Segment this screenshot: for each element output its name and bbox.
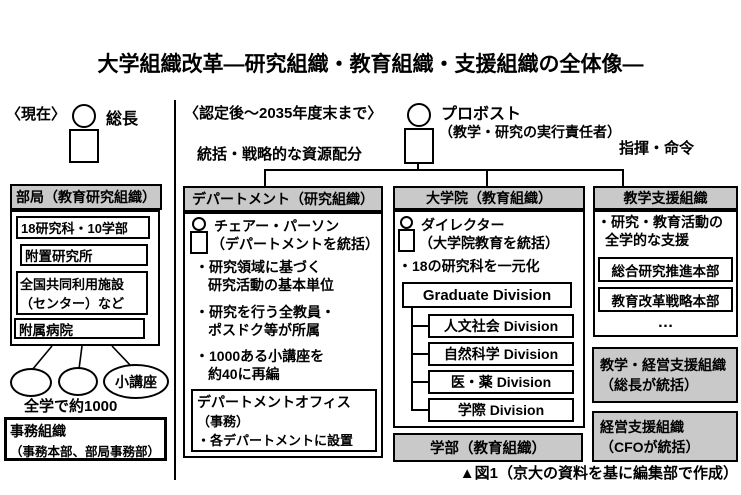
kouza-oval — [58, 367, 98, 396]
jimu-org-title: 事務組織 — [10, 423, 66, 439]
bullet-line: ・研究を行う全教員・ — [195, 304, 335, 320]
current-label: 〈現在〉 — [6, 106, 67, 123]
jimu-org-box: 事務組織 （事務本部、部局事務部） — [4, 417, 167, 461]
chair-person-icon — [192, 217, 206, 231]
kouza-oval-label: 小講座 — [115, 373, 157, 390]
bullet-line: ・1000ある小講座を — [195, 348, 325, 364]
hq-label: 教育改革戦略本部 — [611, 293, 720, 309]
bukyoku-item-label: 附置研究所 — [25, 249, 93, 264]
bukyoku-header-label: 部局（教育研究組織） — [16, 189, 156, 205]
management-support-box: 教学・経営支援組織 （総長が統括） — [592, 347, 738, 403]
office-title: デパートメントオフィス — [197, 394, 351, 410]
provost-title: プロボスト — [441, 106, 522, 123]
kouza-oval-labeled: 小講座 — [103, 364, 169, 399]
undergrad-label: 学部（教育組織） — [430, 441, 546, 457]
president-label: 総長 — [106, 111, 139, 128]
provost-person-icon — [407, 103, 431, 127]
president-person-icon — [72, 104, 96, 128]
bukyoku-item-label: （センター）など — [20, 296, 125, 311]
division-tree-stub — [411, 353, 428, 355]
graduate-header: 大学院（教育組織） — [393, 186, 585, 210]
graduate-bullet: ・18の研究科を一元化 — [398, 258, 540, 274]
oval-connector-lines — [31, 345, 133, 371]
graduate-header-label: 大学院（教育組織） — [426, 190, 552, 206]
connector-horizontal-line — [264, 169, 624, 171]
graduate-division-box: Graduate Division — [402, 282, 572, 308]
drop-line-support — [622, 169, 624, 187]
department-bullet-1: ・研究領域に基づく 研究活動の基本単位 — [195, 259, 334, 294]
support-hq-research: 総合研究推進本部 — [598, 257, 733, 282]
bukyoku-item-label: 全国共同利用施設 — [20, 277, 125, 292]
director-name: ダイレクター — [421, 217, 505, 233]
bukyoku-item-grad-schools: 18研究科・10学部 — [16, 216, 150, 239]
bukyoku-item-institutes: 附置研究所 — [20, 244, 148, 266]
section-divider-line — [174, 100, 176, 480]
department-bullet-2: ・研究を行う全教員・ ポスドク等が所属 — [195, 304, 335, 339]
president-person-icon-body — [69, 129, 99, 163]
division-box-science: 自然科学 Division — [428, 342, 574, 366]
kouza-count-note: 全学で約1000 — [24, 398, 118, 415]
division-tree-stub — [411, 381, 428, 383]
chair-person-icon-body — [190, 231, 208, 254]
jimu-org-detail: （事務本部、部局事務部） — [10, 445, 161, 459]
diagram-title: 大学組織改革―研究組織・教育組織・支援組織の全体像― — [97, 53, 644, 76]
provost-stub-line — [417, 162, 419, 170]
department-bullet-3: ・1000ある小講座を 約40に再編 — [195, 348, 324, 383]
director-role: （大学院教育を統括） — [419, 235, 559, 251]
support-header-label: 教学支援組織 — [623, 190, 708, 206]
bukyoku-item-label: 附属病院 — [19, 322, 73, 338]
division-box-interdisciplinary: 学際 Division — [428, 398, 574, 422]
kouza-oval — [10, 368, 52, 397]
division-box-medicine: 医・薬 Division — [428, 370, 574, 394]
finance-support-note: （CFOが統括） — [600, 438, 700, 455]
division-tree-line — [411, 308, 413, 410]
bullet-line: ・研究領域に基づく — [195, 259, 321, 275]
support-hq-education: 教育改革戦略本部 — [598, 287, 733, 312]
director-person-icon — [400, 216, 413, 229]
support-ellipsis: … — [657, 314, 674, 331]
graduate-division-label: Graduate Division — [422, 286, 552, 304]
bullet-line: 研究活動の基本単位 — [208, 276, 334, 293]
provost-person-icon-body — [404, 128, 434, 164]
bukyoku-item-facilities: 全国共同利用施設 （センター）など — [16, 271, 148, 315]
bullet-line: ポスドク等が所属 — [208, 321, 320, 338]
bukyoku-item-label: 18研究科・10学部 — [21, 221, 128, 236]
bullet-line: ・研究・教育活動の — [597, 214, 723, 230]
division-tree-stub — [411, 325, 428, 327]
support-header: 教学支援組織 — [593, 186, 738, 210]
director-person-icon-body — [398, 229, 415, 252]
management-support-label: 教学・経営支援組織 — [600, 357, 726, 373]
undergrad-box: 学部（教育組織） — [393, 433, 583, 462]
office-note: （事務） — [197, 414, 250, 429]
bukyoku-header: 部局（教育研究組織） — [10, 184, 162, 210]
division-box-humanities: 人文社会 Division — [428, 314, 574, 338]
drop-line-graduate — [486, 169, 488, 187]
drop-line-department — [264, 169, 266, 187]
support-bullet: ・研究・教育活動の 全学的な支援 — [597, 214, 723, 249]
department-header: デパートメント（研究組織） — [183, 186, 383, 212]
chair-name: チェアー・パーソン — [214, 218, 340, 234]
finance-support-label: 経営支援組織 — [600, 418, 684, 435]
division-label: 医・薬 Division — [450, 374, 552, 390]
division-tree-stub — [411, 409, 428, 411]
resource-allocation-label: 統括・戦略的な資源配分 — [197, 146, 363, 163]
bullet-line: 約40に再編 — [208, 365, 280, 382]
figure-caption: ▲図1（京大の資料を基に編集部で作成） — [459, 465, 738, 482]
division-label: 人文社会 Division — [443, 318, 559, 334]
hq-label: 総合研究推進本部 — [611, 263, 720, 279]
division-label: 自然科学 Division — [443, 346, 559, 362]
division-label: 学際 Division — [457, 402, 545, 418]
bukyoku-item-hospital: 附属病院 — [14, 318, 145, 339]
office-bullet: ・各デパートメントに設置 — [197, 433, 354, 448]
bullet-line: 全学的な支援 — [605, 231, 689, 248]
management-support-note: （総長が統括） — [600, 377, 698, 393]
finance-support-box: 経営支援組織 （CFOが統括） — [592, 411, 738, 462]
department-office-box: デパートメントオフィス （事務） ・各デパートメントに設置 — [191, 389, 377, 452]
command-label: 指揮・命令 — [619, 140, 695, 157]
department-header-label: デパートメント（研究組織） — [192, 191, 374, 207]
chair-role: （デパートメントを統括） — [211, 236, 379, 252]
provost-role: （教学・研究の実行責任者） — [439, 124, 621, 140]
period-label: 〈認定後～2035年度末まで〉 — [184, 105, 383, 122]
